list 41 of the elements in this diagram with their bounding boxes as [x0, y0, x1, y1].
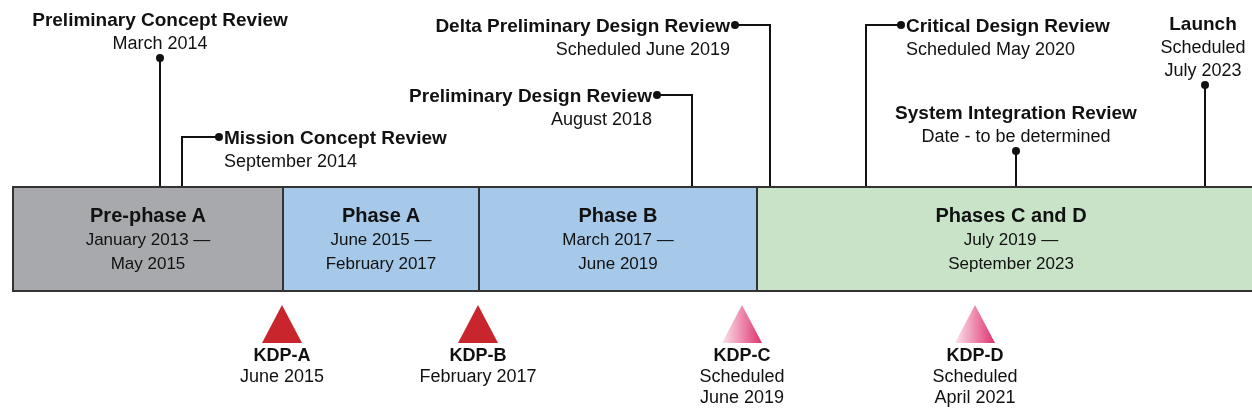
review-title: Launch — [1168, 12, 1238, 36]
review-title: Delta Preliminary Design Review — [434, 14, 730, 38]
phase-title: Pre-phase A — [90, 203, 206, 228]
review-title: Preliminary Concept Review — [31, 8, 289, 32]
leader-line — [1012, 147, 1020, 187]
leader-line — [1201, 81, 1209, 187]
milestone-date: Scheduled June 2019 — [698, 366, 786, 408]
review-date: Date - to be determined — [920, 125, 1112, 148]
review-title: System Integration Review — [894, 101, 1138, 125]
review-date: Scheduled May 2020 — [906, 38, 1077, 61]
phase-bar-segment — [756, 186, 1252, 292]
leader-line — [156, 54, 164, 187]
milestone-date: June 2015 — [239, 366, 325, 387]
milestone-title: KDP-B — [449, 344, 507, 366]
phase-dates: January 2013 — May 2015 — [84, 229, 212, 275]
leader-line — [181, 133, 223, 187]
review-date: September 2014 — [224, 150, 359, 173]
review-date: Scheduled July 2023 — [1159, 36, 1247, 82]
phase-bar-segment — [478, 186, 758, 292]
milestone-title: KDP-D — [946, 344, 1004, 366]
review-title: Critical Design Review — [906, 14, 1111, 38]
leader-line — [865, 21, 905, 187]
review-title: Preliminary Design Review — [408, 84, 652, 108]
leader-line — [731, 21, 771, 187]
milestone-title: KDP-A — [253, 344, 311, 366]
milestone-title: KDP-C — [713, 344, 771, 366]
phase-dates: July 2019 — September 2023 — [947, 229, 1075, 275]
review-title: Mission Concept Review — [224, 126, 448, 150]
phase-dates: March 2017 — June 2019 — [561, 229, 675, 275]
phase-title: Phases C and D — [935, 203, 1087, 228]
phase-dates: June 2015 — February 2017 — [324, 229, 438, 275]
phase-bar-segment — [12, 186, 284, 292]
phase-title: Phase B — [578, 203, 658, 228]
leader-line — [653, 91, 693, 187]
review-date: March 2014 — [111, 32, 209, 55]
review-date: August 2018 — [549, 108, 652, 131]
milestone-date: Scheduled April 2021 — [931, 366, 1019, 408]
phase-title: Phase A — [341, 203, 421, 228]
milestone-date: February 2017 — [419, 366, 537, 387]
review-date: Scheduled June 2019 — [554, 38, 730, 61]
phase-bar-segment — [282, 186, 480, 292]
